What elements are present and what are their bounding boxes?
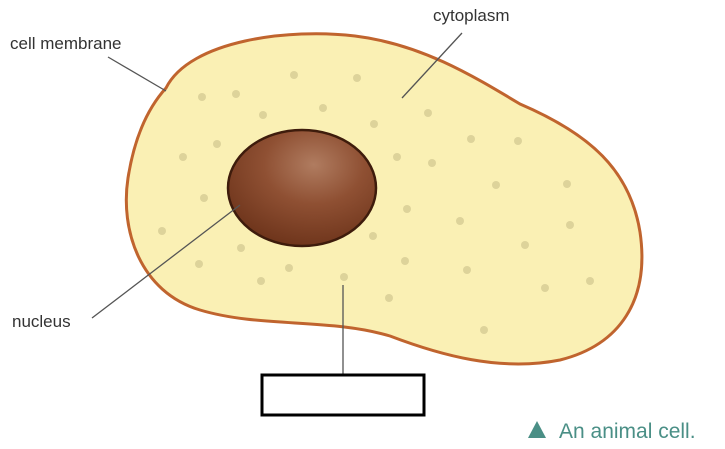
triangle-up-icon bbox=[528, 421, 546, 438]
cell-membrane bbox=[124, 32, 644, 366]
cell-membrane-leader-line bbox=[107, 56, 167, 92]
caption: An animal cell. bbox=[559, 420, 696, 443]
nucleus-leader-line bbox=[91, 204, 241, 319]
cytoplasm-leader-line bbox=[401, 32, 463, 99]
cell-membrane-label: cell membrane bbox=[10, 34, 122, 53]
blank-answer-box[interactable] bbox=[260, 373, 426, 417]
cytoplasm-granules bbox=[158, 71, 594, 334]
nucleus-label: nucleus bbox=[12, 312, 71, 331]
nucleus bbox=[226, 128, 378, 248]
cytoplasm-label: cytoplasm bbox=[433, 6, 510, 25]
